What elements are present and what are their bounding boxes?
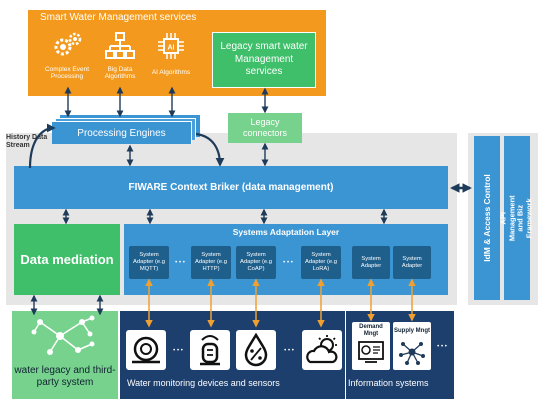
system-adapter-coap: System Adapter (e.g CoAP) <box>236 246 276 279</box>
devices-label: Water monitoring devices and sensors <box>127 378 280 388</box>
humidity-icon <box>236 330 276 370</box>
idm-access-control-box: IdM & Access Control <box>474 136 500 300</box>
ellipsis: • • • <box>173 348 183 354</box>
weather-icon <box>302 330 342 370</box>
services-title: Smart Water Management services <box>40 12 197 23</box>
gears-icon <box>50 30 84 60</box>
service-item-cep: Complex Event Processing <box>44 65 90 80</box>
network-icon <box>393 339 431 367</box>
ellipsis: • • • <box>175 260 185 266</box>
adaptation-layer-title: Systems Adaptation Layer <box>232 227 340 237</box>
ai-chip-icon: AI <box>156 32 186 60</box>
legacy-system-label: water legacy and third-party system <box>14 365 116 388</box>
history-data-stream-label: History Data Stream <box>6 134 48 150</box>
data-mediation-box: Data mediation <box>14 224 120 295</box>
sensor-device-icon <box>190 330 230 370</box>
legacy-system-panel <box>12 311 118 399</box>
network-icon <box>104 32 136 60</box>
service-item-big-data: Big Data Algorithms <box>104 65 136 80</box>
system-adapter-lora: System Adapter (e.g LoRA) <box>301 246 341 279</box>
supply-mngt-label: Supply Mngt <box>394 327 430 334</box>
system-adapter-http: System Adapter (e.g HTTP) <box>191 246 231 279</box>
information-systems-label: Information systems <box>348 378 429 388</box>
ellipsis: • • • <box>284 348 294 354</box>
system-adapter-mqtt: System Adapter (e.g MQTT) <box>129 246 169 279</box>
processing-engines-box: Processing Engines <box>52 121 192 144</box>
legacy-connectors-box: Legacy connectors <box>228 113 302 143</box>
water-meter-icon <box>126 330 166 370</box>
api-management-box: API Management and Biz Framework <box>499 136 534 300</box>
service-item-ai: AI Algorithms <box>151 69 191 77</box>
svg-text:AI: AI <box>168 45 175 52</box>
system-adapter-6: System Adapter <box>393 246 431 279</box>
engines-to-broker-curve <box>195 132 225 167</box>
dashboard-icon <box>352 339 390 367</box>
context-broker-box: FIWARE Context Briker (data management) <box>14 166 448 209</box>
demand-mngt-box: Demand Mngt <box>352 322 390 370</box>
legacy-services-box: Legacy smart water Management services <box>212 32 316 88</box>
demand-mngt-label: Demand Mngt <box>359 324 383 337</box>
ellipsis: • • • <box>437 344 447 350</box>
supply-mngt-box: Supply Mngt <box>393 322 431 370</box>
network-icon <box>30 314 100 358</box>
system-adapter-5: System Adapter <box>352 246 390 279</box>
ellipsis: • • • <box>283 260 293 266</box>
history-stream-arrow <box>28 123 56 169</box>
